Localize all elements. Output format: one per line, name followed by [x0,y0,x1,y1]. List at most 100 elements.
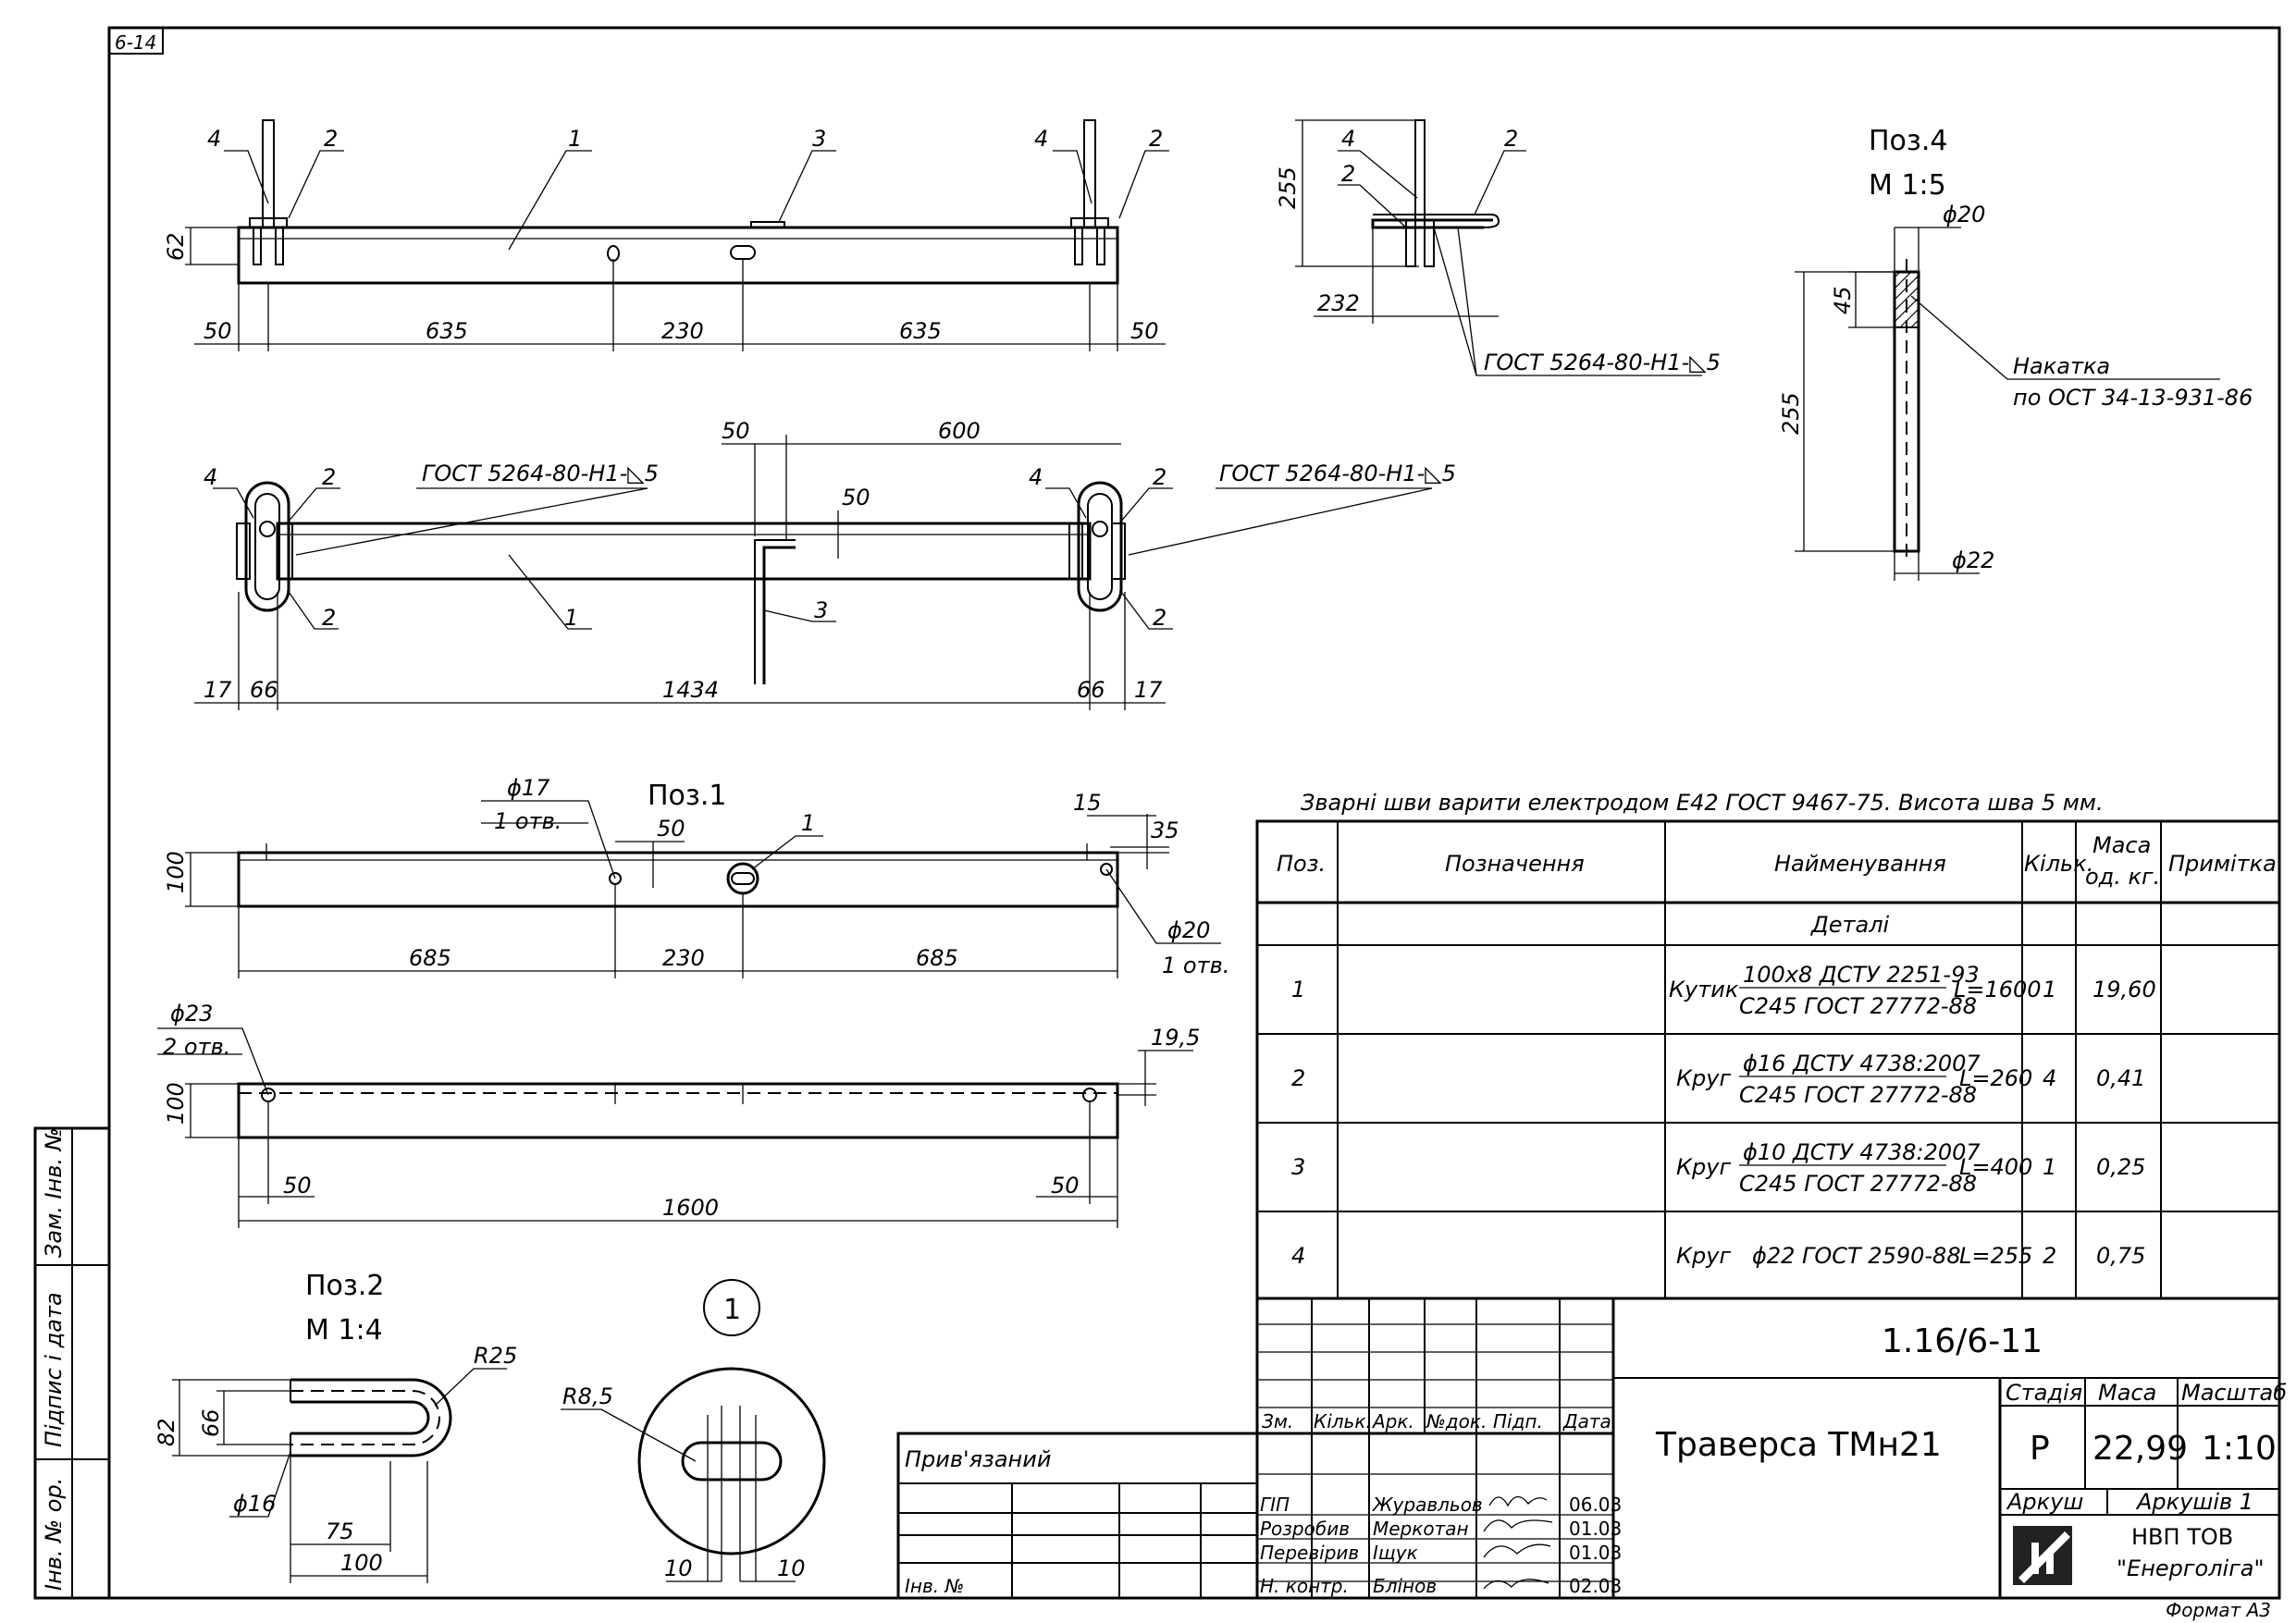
pos1-dim50b: 50 [1051,1173,1080,1199]
role-rozrob: Розробив [1260,1518,1350,1540]
plan-dim-600: 600 [938,418,981,444]
plan-dim-50a: 50 [722,418,750,444]
side-dim-232: 232 [1317,290,1360,316]
role-nkontr: Н. контр. [1260,1575,1349,1597]
view-side: 255 232 4 2 2 ГОСТ 5264-80-Н1-◺5 [1275,119,1721,376]
company-logo-icon [2013,1526,2072,1585]
spec-section: Деталі [1810,912,1890,938]
pos1-hole23n: 2 отв. [163,1034,230,1060]
corner-code: 6-14 [115,31,156,54]
pos1-h100b: 100 [163,1082,189,1125]
detail1-d1: 10 [664,1555,693,1581]
spec-r3-bot: С245 ГОСТ 27772-88 [1739,1171,1977,1197]
side-callout-4: 4 [1341,126,1355,152]
side-callout-2b: 2 [1504,126,1518,152]
spec-r2-pos: 2 [1291,1065,1305,1091]
spec-r2-bot: С245 ГОСТ 27772-88 [1739,1082,1977,1108]
pos4-note1: Накатка [2013,353,2110,379]
side-stamp: Зам. Інв. № Підпис і дата Інв. № ор. [33,1126,111,1600]
signature-perev [1483,1543,1551,1558]
side-pidpys: Підпис і дата [41,1292,67,1447]
name-perev: Іщук [1373,1542,1418,1564]
spec-h-mass1: Маса [2092,832,2151,858]
sheets-label: Аркушів 1 [2135,1489,2253,1515]
elev-callout-4b: 4 [1034,126,1048,152]
plan-dim-17a: 17 [204,677,232,703]
spec-r2-prefix: Круг [1676,1065,1731,1091]
spec-r3-prefix: Круг [1676,1154,1731,1180]
pos2-title: Поз.2 [305,1270,385,1302]
corner-code-box [108,27,164,55]
name-nkontr: Блінов [1373,1575,1437,1597]
elev-dim-62: 62 [163,232,189,261]
mass-value: 22,99 [2092,1430,2188,1468]
pos2-l100: 100 [340,1550,383,1576]
plan-callout-4a: 4 [204,464,217,490]
pos1-d19: 19,5 [1151,1025,1200,1051]
pos4-detail: Поз.4 М 1:5 ϕ20 45 255 ϕ22 Накатка по ОС… [1778,125,2253,581]
view-elevation: 4 2 1 3 4 2 62 50 635 230 635 50 [163,119,1169,351]
weld-note: Зварні шви варити електродом Е42 ГОСТ 94… [1301,790,2104,816]
plan-callout-3: 3 [814,597,828,623]
pos4-knurl-hatch [1894,271,1920,328]
col-zm: Зм. [1262,1410,1293,1432]
spec-table: Поз. Позначення Найменування Кільк. Маса… [1255,819,2281,1300]
col-ndok: №док. [1426,1410,1487,1432]
pos1-dim685b: 685 [916,945,958,971]
spec-r4-len: L=255 [1959,1243,2032,1269]
spec-h-oznach: Позначення [1445,851,1585,877]
pos1-hole23: ϕ23 [170,1001,213,1027]
side-weld: ГОСТ 5264-80-Н1-◺5 [1484,350,1721,375]
spec-r4-qty: 2 [2043,1243,2056,1269]
company-line1: НВП ТОВ [2131,1524,2233,1550]
detail-1: 1 R8,5 10 10 [561,1279,826,1582]
pos1-h100a: 100 [163,851,189,893]
pos4-scale: М 1:5 [1869,169,1946,202]
plan-callout-4b: 4 [1029,464,1043,490]
spec-r1-prefix: Кутик [1669,977,1739,1002]
mass-header: Маса [2098,1380,2156,1406]
col-data: Дата [1562,1410,1611,1432]
spec-r1-len: L=1600 [1954,977,2042,1002]
spec-r3-len: L=400 [1959,1154,2032,1180]
title-block: Зм. Кільк. Арк. №док. Підп. Дата ГІП Жур… [1255,1297,2287,1600]
plan-dim-1434: 1434 [662,677,719,703]
doc-code: 1.16/6-11 [1882,1322,2043,1360]
signature-rozrob [1483,1519,1553,1532]
binding-inv: Інв. № [905,1575,964,1597]
pos1-hole20: ϕ20 [1167,917,1210,943]
name-rozrob: Меркотан [1373,1518,1469,1540]
pos1-callout: 1 [801,810,815,836]
plan-callout-2c: 2 [1153,464,1167,490]
elev-dim-50b: 50 [1130,318,1159,344]
side-callout-2a: 2 [1341,161,1355,187]
role-gip: ГІП [1260,1494,1290,1516]
signature-gip [1488,1495,1548,1507]
pos1-d15: 15 [1073,790,1102,816]
spec-r4-mass: 0,75 [2096,1243,2145,1269]
pos1-dim50a: 50 [283,1173,312,1199]
plan-callout-2b: 2 [322,605,336,631]
spec-r1-mass: 19,60 [2092,977,2156,1002]
date-perev: 01.03 [1569,1542,1622,1564]
spec-r1-bot: С245 ГОСТ 27772-88 [1739,993,1977,1019]
side-inv: Інв. № ор. [41,1478,67,1591]
stage-header: Стадія [2006,1380,2082,1406]
detail1-r: R8,5 [562,1383,613,1409]
pos4-45: 45 [1830,286,1856,314]
pos1-d35: 35 [1151,818,1179,843]
elev-dim-230: 230 [661,318,704,344]
format-label: Формат А3 [2166,1599,2271,1621]
elev-dim-50a: 50 [204,318,232,344]
spec-r3-mass: 0,25 [2096,1154,2145,1180]
elev-callout-2a: 2 [324,126,338,152]
role-perev: Перевірив [1260,1542,1359,1564]
elev-dim-635a: 635 [426,318,468,344]
pos2-scale: М 1:4 [305,1314,383,1346]
pos2-h66: 66 [198,1408,224,1437]
pos4-title: Поз.4 [1869,125,1948,157]
pos1-detail: Поз.1 ϕ17 1 отв. 50 1 15 35 ϕ20 1 отв. 1… [157,775,1229,1228]
spec-r3-pos: 3 [1291,1154,1305,1180]
spec-r4-pos: 4 [1291,1243,1305,1269]
